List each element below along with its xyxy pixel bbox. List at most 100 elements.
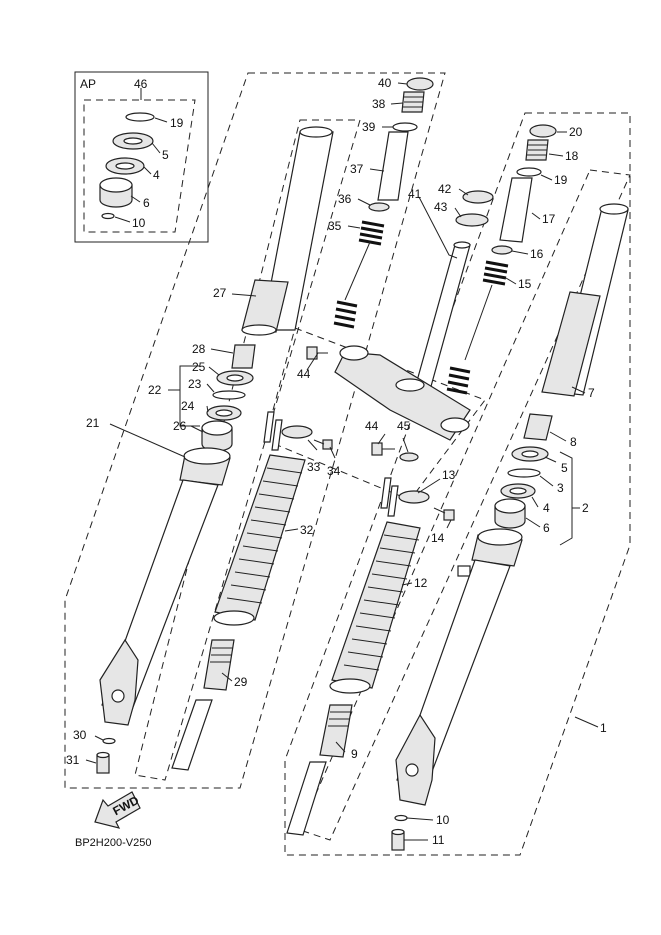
part-clamp-13 [380, 477, 430, 517]
part-washer-42 [462, 190, 494, 204]
callout-6: 6 [543, 521, 550, 535]
callout-14: 14 [431, 531, 445, 545]
outline-inner-tube-left [134, 119, 361, 781]
part-seal-stack-right [494, 446, 549, 529]
part-oring-39 [392, 122, 418, 132]
outline-left-fork-assembly [64, 72, 446, 789]
callout-4: 4 [543, 501, 550, 515]
part-spring-35 [333, 220, 385, 329]
callout-5: 5 [561, 461, 568, 475]
part-bushing-8 [523, 413, 553, 441]
part-seat-36 [368, 202, 390, 212]
callout-11: 11 [432, 833, 445, 847]
part-plug-38 [401, 91, 425, 113]
fwd-arrow: FWD [94, 791, 141, 829]
callout-ap6: 6 [143, 196, 150, 210]
part-bolt-31 [96, 751, 110, 774]
part-washer-30 [102, 737, 116, 745]
part-plug-18 [525, 139, 549, 161]
callout-7: 7 [588, 386, 595, 400]
callout-22: 22 [148, 383, 162, 397]
callout-24: 24 [181, 399, 195, 413]
part-outer-slider-right [395, 528, 523, 806]
callout-25: 25 [192, 360, 206, 374]
leader-lines [85, 82, 599, 841]
part-cap-40 [406, 77, 434, 91]
callout-19: 19 [554, 173, 568, 187]
ap-kit-box [74, 71, 209, 243]
callout-27: 27 [213, 286, 227, 300]
callout-41: 41 [408, 187, 422, 201]
part-outer-slider-left [99, 447, 231, 726]
callout-31: 31 [66, 753, 80, 767]
callout-26: 26 [173, 419, 187, 433]
callout-13: 13 [442, 468, 456, 482]
part-spring-15 [446, 260, 509, 395]
callout-28: 28 [192, 342, 206, 356]
callout-44b: 44 [365, 419, 379, 433]
callout-35: 35 [328, 219, 342, 233]
part-outer-tube-left [241, 126, 334, 336]
outline-right-fork-assembly [284, 112, 631, 856]
part-washer-45 [399, 452, 419, 462]
callout-23: 23 [188, 377, 202, 391]
callout-ap4: 4 [153, 168, 160, 182]
callout-16: 16 [530, 247, 544, 261]
callout-9: 9 [351, 747, 358, 761]
callout-39: 39 [362, 120, 376, 134]
callout-36: 36 [338, 192, 352, 206]
callout-ap10: 10 [132, 216, 146, 230]
callout-30: 30 [73, 728, 87, 742]
part-damper-rod-41 [414, 241, 471, 391]
callout-32: 32 [300, 523, 314, 537]
callout-8: 8 [570, 435, 577, 449]
part-washer-43 [455, 213, 489, 227]
callout-45: 45 [397, 419, 411, 433]
part-clamp-33 [263, 411, 313, 451]
callout-15: 15 [518, 277, 532, 291]
callout-38: 38 [372, 97, 386, 111]
callout-37: 37 [350, 162, 364, 176]
kit-box-label: AP [80, 77, 96, 91]
part-seat-16 [491, 245, 513, 255]
callout-ap5: 5 [162, 148, 169, 162]
part-cap-20 [529, 124, 557, 138]
callout-21: 21 [86, 416, 100, 430]
part-collar-37 [377, 131, 409, 201]
part-bolt-44a [306, 346, 328, 360]
part-dust-boot-12 [329, 521, 421, 694]
callout-10: 10 [436, 813, 450, 827]
part-damper-29 [171, 639, 235, 771]
part-bolt-44b [371, 442, 395, 456]
part-damper-9 [286, 704, 353, 836]
callout-2: 2 [582, 501, 589, 515]
callout-17: 17 [542, 212, 556, 226]
callout-18: 18 [565, 149, 579, 163]
callout-43: 43 [434, 200, 448, 214]
callout-12: 12 [414, 576, 428, 590]
callout-20: 20 [569, 125, 583, 139]
part-bolt-14 [433, 507, 455, 521]
callout-34: 34 [327, 464, 341, 478]
callout-33: 33 [307, 460, 321, 474]
callout-3: 3 [557, 481, 564, 495]
part-washer-10 [394, 814, 408, 822]
outline-inner-tube-right [299, 169, 631, 841]
callout-29: 29 [234, 675, 248, 689]
part-bolt-11 [391, 828, 405, 851]
part-dust-boot-32 [213, 454, 306, 626]
callout-40: 40 [378, 76, 392, 90]
callout-1: 1 [600, 721, 607, 735]
part-outer-tube-right [541, 203, 629, 397]
part-seal-stack-left [201, 370, 254, 452]
callout-42: 42 [438, 182, 452, 196]
callout-labels: AP 46 19 5 4 6 10 40 38 39 37 36 35 41 4… [66, 76, 607, 849]
part-oring-19 [516, 167, 542, 177]
callout-ap19: 19 [170, 116, 184, 130]
part-bushing-28 [231, 344, 256, 369]
part-bracket [334, 345, 471, 441]
part-collar-17 [499, 177, 533, 243]
diagram-code: BP2H200-V250 [75, 837, 151, 849]
part-bolt-34 [313, 439, 333, 450]
